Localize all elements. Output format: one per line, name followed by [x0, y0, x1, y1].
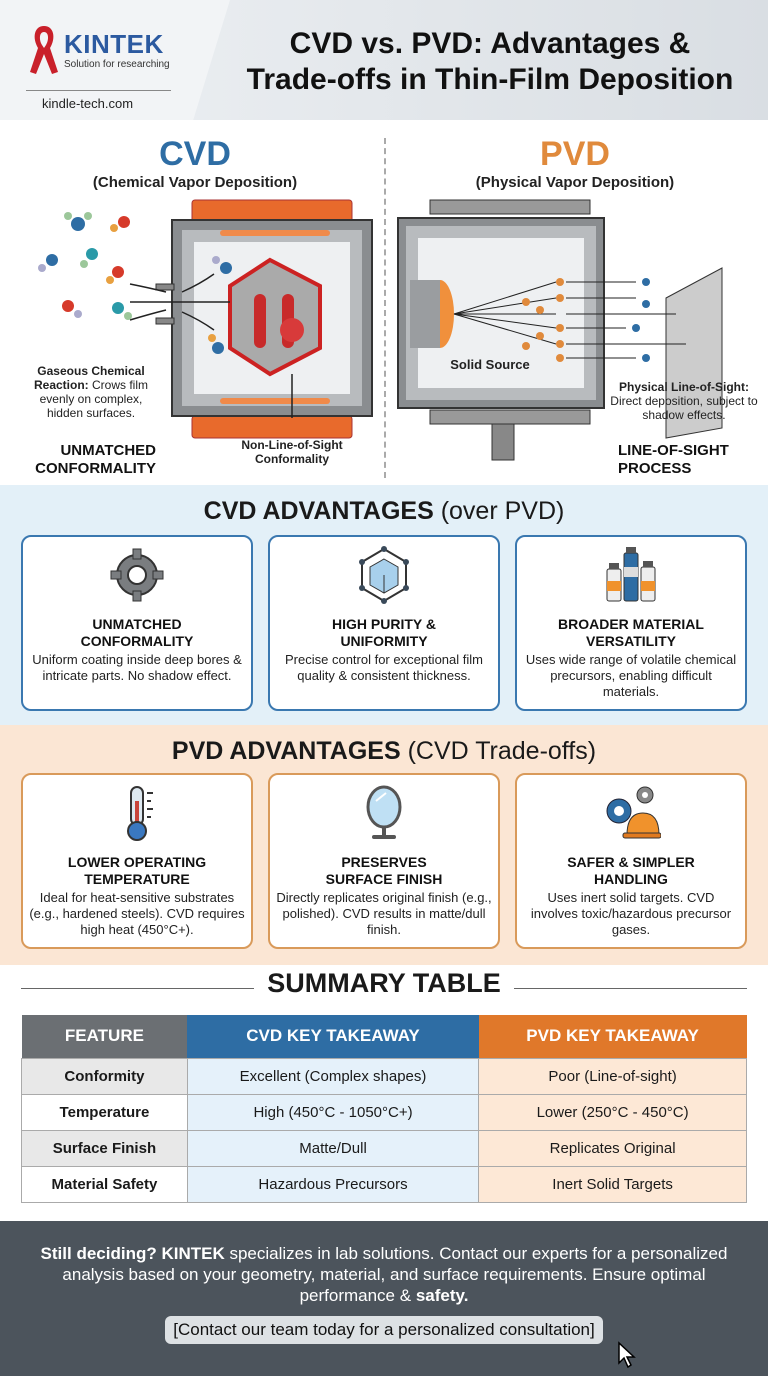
cvd-advantages-heading: CVD ADVANTAGES (over PVD): [203, 497, 565, 525]
pvd-advantages-section: PVD ADVANTAGES (CVD Trade-offs) LOWER OP…: [0, 725, 768, 965]
ribbon-icon: [30, 26, 58, 74]
pvd-heading: PVD (Physical Vapor Deposition): [475, 135, 675, 191]
contact-button[interactable]: [Contact our team today for a personaliz…: [165, 1316, 603, 1344]
pvd-callout: LINE-OF-SIGHT PROCESS: [618, 442, 729, 477]
gear-icon: [110, 548, 164, 602]
summary-title: SUMMARY TABLE: [267, 968, 501, 998]
brand-tagline: Solution for researching: [64, 59, 170, 70]
pvd-chamber-illustration: [397, 199, 723, 461]
site-url[interactable]: kindle-tech.com: [42, 96, 134, 111]
table-row: Conformity Excellent (Complex shapes) Po…: [21, 1057, 747, 1095]
bottles-icon: [606, 547, 656, 602]
mirror-icon: [366, 785, 402, 839]
pvd-description: Physical Line-of-Sight: Direct depositio…: [610, 380, 758, 422]
footer-cta: Still deciding? KINTEK specializes in la…: [0, 1221, 768, 1376]
cvd-card-purity: HIGH PURITY &UNIFORMITY Precise control …: [268, 535, 500, 711]
header-pvd: PVD KEY TAKEAWAY: [478, 1015, 747, 1058]
table-row: Temperature High (450°C - 1050°C+) Lower…: [21, 1093, 747, 1131]
brand-name: KINTEK: [64, 29, 164, 59]
cvd-description: Gaseous Chemical Reaction: Crows film ev…: [33, 364, 149, 420]
cvd-inner-label: Non-Line-of-Sight Conformality: [241, 438, 343, 466]
footer-message: Still deciding? KINTEK specializes in la…: [40, 1244, 728, 1305]
header-feature: FEATURE: [21, 1015, 188, 1058]
pvd-advantages-heading: PVD ADVANTAGES (CVD Trade-offs): [171, 737, 597, 765]
table-row: Material Safety Hazardous Precursors Ine…: [21, 1165, 747, 1203]
summary-rule-right: [514, 988, 747, 989]
summary-table: FEATURE CVD KEY TAKEAWAY PVD KEY TAKEAWA…: [21, 1015, 747, 1203]
logo-divider: [26, 90, 171, 91]
summary-rule-left: [21, 988, 254, 989]
process-diagram: CVD (Chemical Vapor Deposition): [0, 120, 768, 485]
table-row: Surface Finish Matte/Dull Replicates Ori…: [21, 1129, 747, 1167]
header-cvd: CVD KEY TAKEAWAY: [187, 1015, 479, 1058]
crystal-icon: [359, 546, 409, 604]
safety-helmet-gears-icon: [606, 786, 662, 839]
cvd-chamber-illustration: [38, 199, 373, 439]
thermometer-icon: [127, 786, 153, 841]
cvd-callout: UNMATCHED CONFORMALITY: [35, 442, 156, 477]
cvd-heading: CVD (Chemical Vapor Deposition): [92, 135, 298, 191]
table-header-row: FEATURE CVD KEY TAKEAWAY PVD KEY TAKEAWA…: [21, 1015, 747, 1058]
title-line-1: CVD vs. PVD: Advantages &: [289, 27, 691, 60]
cursor-icon: [618, 1341, 636, 1369]
header: KINTEK Solution for researching kindle-t…: [0, 0, 768, 120]
title-line-2: Trade-offs in Thin-Film Deposition: [246, 63, 734, 96]
logo: KINTEK Solution for researching: [26, 20, 170, 80]
pvd-source-label: Solid Source: [450, 357, 530, 372]
page-title: CVD vs. PVD: Advantages & Trade-offs in …: [220, 26, 760, 98]
diagram-divider: [384, 138, 386, 478]
